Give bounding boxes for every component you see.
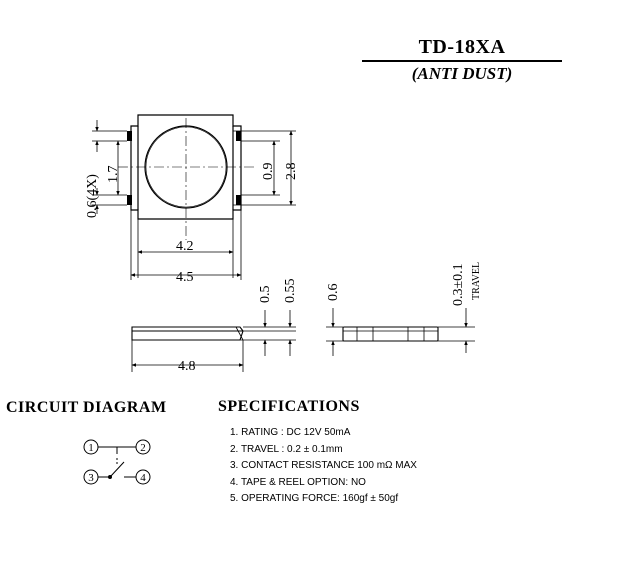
dim-side2-thickness-label: 0.6 [326,284,341,302]
specifications-list: 1. RATING : DC 12V 50mA 2. TRAVEL : 0.2 … [230,425,417,508]
dim-body-width-label: 4.5 [176,270,194,285]
pin-tab-bottom-right [236,195,241,205]
circuit-pin-2-label: 2 [140,442,146,454]
side-view-1-body [131,326,244,341]
circuit-schematic [83,439,151,485]
dim-travel-text-label: TRAVEL [471,262,482,300]
pin-tab-top-left [127,131,132,141]
dim-body-height-label: 2.8 [284,163,299,181]
title-underline [362,60,562,62]
spec-item-rating: 1. RATING : DC 12V 50mA [230,427,351,438]
circuit-diagram-title: CIRCUIT DIAGRAM [6,399,167,416]
switch-contact [109,461,125,478]
dim-inner-width-label: 4.2 [176,239,194,254]
circuit-pin-3-label: 3 [88,472,94,484]
spec-item-tape-reel: 4. TAPE & REEL OPTION: NO [230,476,366,488]
dim-overall-length-label: 4.8 [178,359,196,374]
variant-subtitle: (ANTI DUST) [411,64,513,83]
circuit-pin-1-label: 1 [88,442,94,454]
dim-pin-pitch-label: 1.7 [106,166,121,184]
side-view-2-body [342,326,439,342]
dim-side-total-label: 0.55 [283,279,298,304]
specifications-title: SPECIFICATIONS [218,398,360,415]
spec-item-operating-force: 5. OPERATING FORCE: 160gf ± 50gf [230,493,399,504]
dim-side-thickness-label: 0.5 [258,286,273,304]
circuit-pin-4-label: 4 [140,472,146,484]
dim-pin-width-label: 0.6(4X) [85,174,100,218]
dim-travel-value-label: 0.3±0.1 [451,263,466,306]
dim-plunger-height-label: 0.9 [261,163,276,181]
pin-tab-bottom-left [127,195,132,205]
pin-tab-top-right [236,131,241,141]
spec-item-travel: 2. TRAVEL : 0.2 ± 0.1mm [230,443,343,455]
part-number-title: TD-18XA [418,36,506,58]
spec-item-contact-resistance: 3. CONTACT RESISTANCE 100 mΩ MAX [230,460,417,471]
